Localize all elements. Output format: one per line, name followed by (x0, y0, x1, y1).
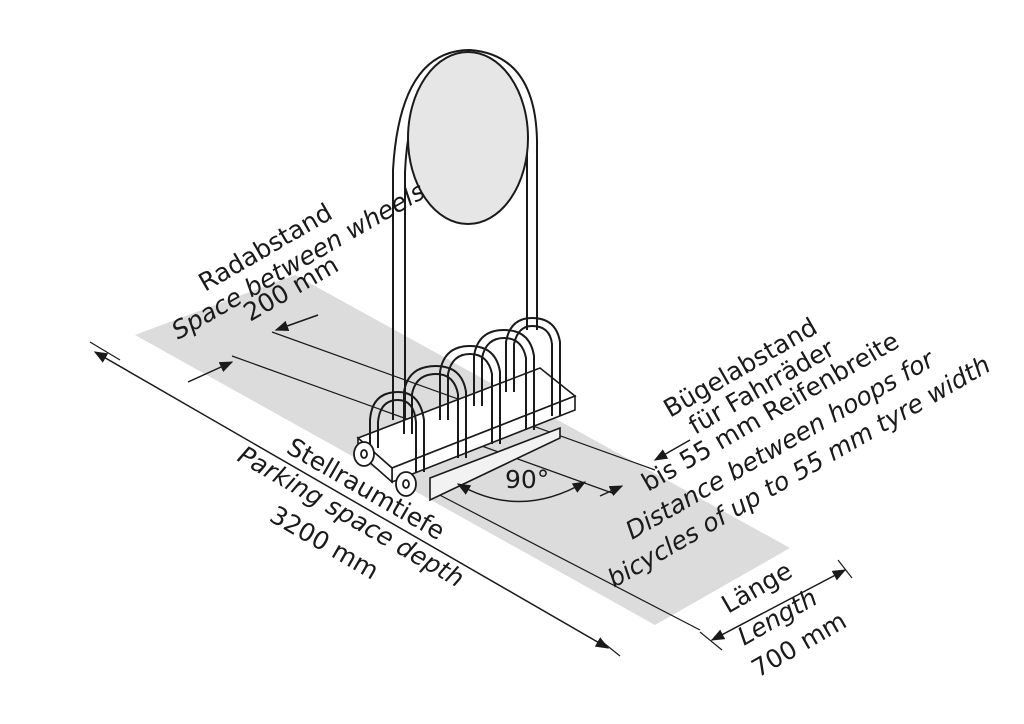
length-dimension-line (710, 569, 847, 641)
wheel-spacing-arrow-1 (274, 314, 319, 331)
sign-panel (407, 51, 529, 225)
wheel-spacing-arrow-2 (187, 361, 234, 383)
angle-label: 90° (505, 465, 549, 494)
rack-hoops (369, 316, 561, 472)
hoop-spacing-arrow-2 (599, 485, 624, 497)
hoop-spacing-arrow-1 (653, 439, 691, 461)
angle-arc (456, 481, 587, 503)
rack-wheels (353, 441, 417, 497)
depth-dimension-line (93, 351, 610, 649)
